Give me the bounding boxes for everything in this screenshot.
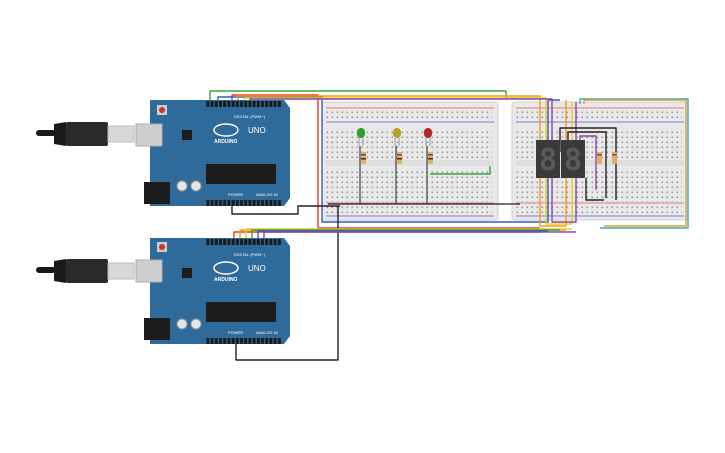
analog-label: ANALOG IN bbox=[256, 330, 278, 335]
led-yellow[interactable] bbox=[393, 128, 401, 146]
uno-label: UNO bbox=[248, 264, 266, 273]
reset-button[interactable] bbox=[159, 244, 165, 250]
uno-label: UNO bbox=[248, 126, 266, 135]
power-label: POWER bbox=[228, 192, 243, 197]
wire-orange-right bbox=[583, 99, 687, 227]
brand-label: ARDUINO bbox=[214, 139, 237, 145]
seven-segment-display[interactable]: 8 8 bbox=[536, 140, 585, 178]
led-green[interactable] bbox=[357, 128, 365, 146]
wire-black-display-3 bbox=[585, 178, 604, 201]
arduino-uno-bottom[interactable]: UNO ARDUINO DIGITAL (PWM~) POWER ANALOG … bbox=[135, 238, 290, 344]
power-label: POWER bbox=[228, 330, 243, 335]
usb-cable-bottom[interactable] bbox=[36, 259, 135, 283]
wire-green-bottom bbox=[251, 229, 560, 240]
breadboard-left[interactable] bbox=[321, 101, 499, 221]
arduino-uno-top[interactable]: UNO ARDUINO DIGITAL (PWM~) POWER ANALOG … bbox=[135, 100, 290, 206]
wire-purple-bottom bbox=[263, 231, 576, 240]
resistors-led[interactable] bbox=[359, 146, 433, 204]
wire-black-gnd-top bbox=[231, 205, 340, 215]
led-red[interactable] bbox=[424, 128, 432, 146]
wire-yellow-bottom bbox=[245, 228, 572, 240]
wire-green-led bbox=[430, 166, 491, 175]
wire-cyan-right bbox=[579, 98, 689, 229]
resistors-display[interactable] bbox=[597, 152, 617, 164]
reset-button[interactable] bbox=[159, 107, 165, 113]
display-digit-2: 8 bbox=[564, 143, 582, 178]
digital-label: DIGITAL (PWM~) bbox=[234, 114, 266, 119]
analog-label: ANALOG IN bbox=[256, 192, 278, 197]
brand-label: ARDUINO bbox=[214, 277, 237, 283]
display-digit-1: 8 bbox=[539, 143, 557, 178]
usb-cable-top[interactable] bbox=[36, 122, 135, 146]
wire-blue-bottom bbox=[257, 230, 548, 240]
wire-black-gnd-bottom bbox=[235, 206, 339, 361]
wire-blue-top bbox=[217, 96, 560, 223]
digital-label: DIGITAL (PWM~) bbox=[234, 252, 266, 257]
